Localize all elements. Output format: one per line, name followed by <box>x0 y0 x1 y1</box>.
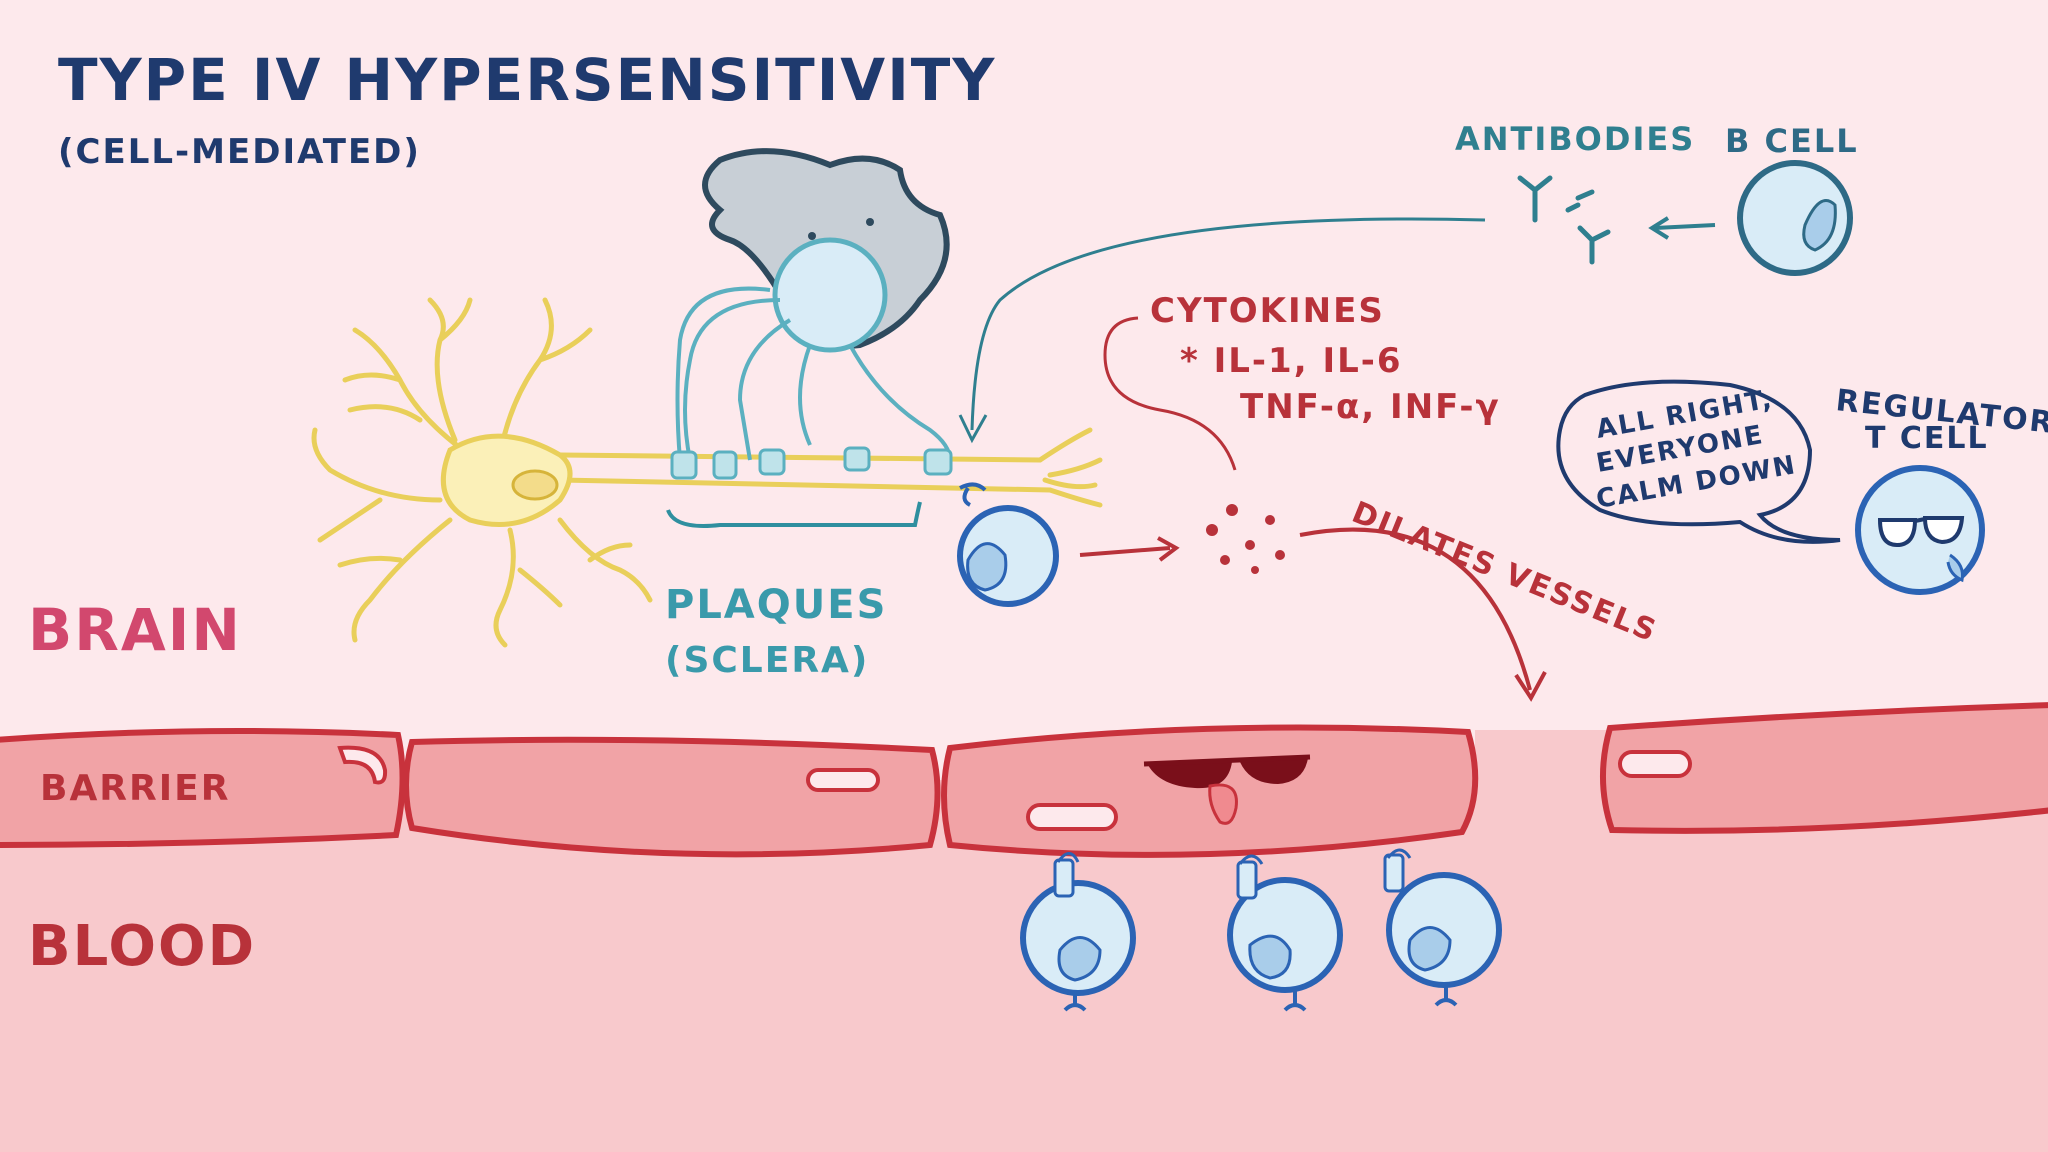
brain-label: BRAIN <box>28 596 242 664</box>
speech-bubble <box>1556 379 1841 544</box>
antibody-icon <box>1517 175 1611 265</box>
antibodies-label: ANTIBODIES <box>1455 120 1695 158</box>
neuron-nucleus <box>511 469 559 501</box>
blood-gap-fill <box>1475 730 1610 820</box>
t-cell-to-cytokines-arrow <box>1079 546 1171 557</box>
microglia-marks <box>808 218 874 240</box>
barrier-label: BARRIER <box>40 768 230 809</box>
plaques-label: PLAQUES <box>665 582 887 628</box>
cytokine-bracket <box>1103 316 1237 471</box>
dilates-vessels-arrow <box>1299 527 1532 691</box>
cytokine-list-1: * IL-1, IL-6 <box>1180 341 1403 381</box>
t-cell-receptor <box>959 482 987 507</box>
blood-t-cell-icon <box>1227 854 1343 1012</box>
b-cell-arrow <box>1654 223 1716 230</box>
blood-t-cell-icon <box>1020 852 1136 1012</box>
title: TYPE IV HYPERSENSITIVITY <box>58 46 996 114</box>
barrier-nuclei <box>337 745 1692 831</box>
barrier-layer <box>0 702 2048 858</box>
subtitle: (CELL-MEDIATED) <box>58 132 421 172</box>
cytokine-list-2: TNF-α, INF-γ <box>1240 387 1501 427</box>
sclera-label: (SCLERA) <box>665 640 869 681</box>
neuron-body <box>440 433 573 527</box>
endothelial-cell-icon <box>0 728 406 848</box>
cytokine-dots <box>1206 504 1285 574</box>
endothelial-cell-icon <box>403 736 941 858</box>
blood-t-cell-group <box>1020 848 1502 1012</box>
t-cell-label: T CELL <box>1865 421 1989 456</box>
b-cell-label: B CELL <box>1725 122 1859 160</box>
t-cell-nucleus <box>966 542 1008 592</box>
blood-label: BLOOD <box>28 914 256 979</box>
regulatory-sunglasses <box>1877 516 1965 548</box>
cytokines-label: CYTOKINES <box>1150 291 1385 331</box>
sunglasses-face <box>1143 754 1311 825</box>
plaques-bracket <box>666 501 922 528</box>
antibody-arrow <box>970 217 1486 431</box>
myelin-clamps <box>670 446 953 480</box>
endothelial-cell-icon <box>1599 702 2048 834</box>
attacking-cell-icon <box>772 237 888 353</box>
blood-t-cell-icon <box>1383 848 1502 1007</box>
